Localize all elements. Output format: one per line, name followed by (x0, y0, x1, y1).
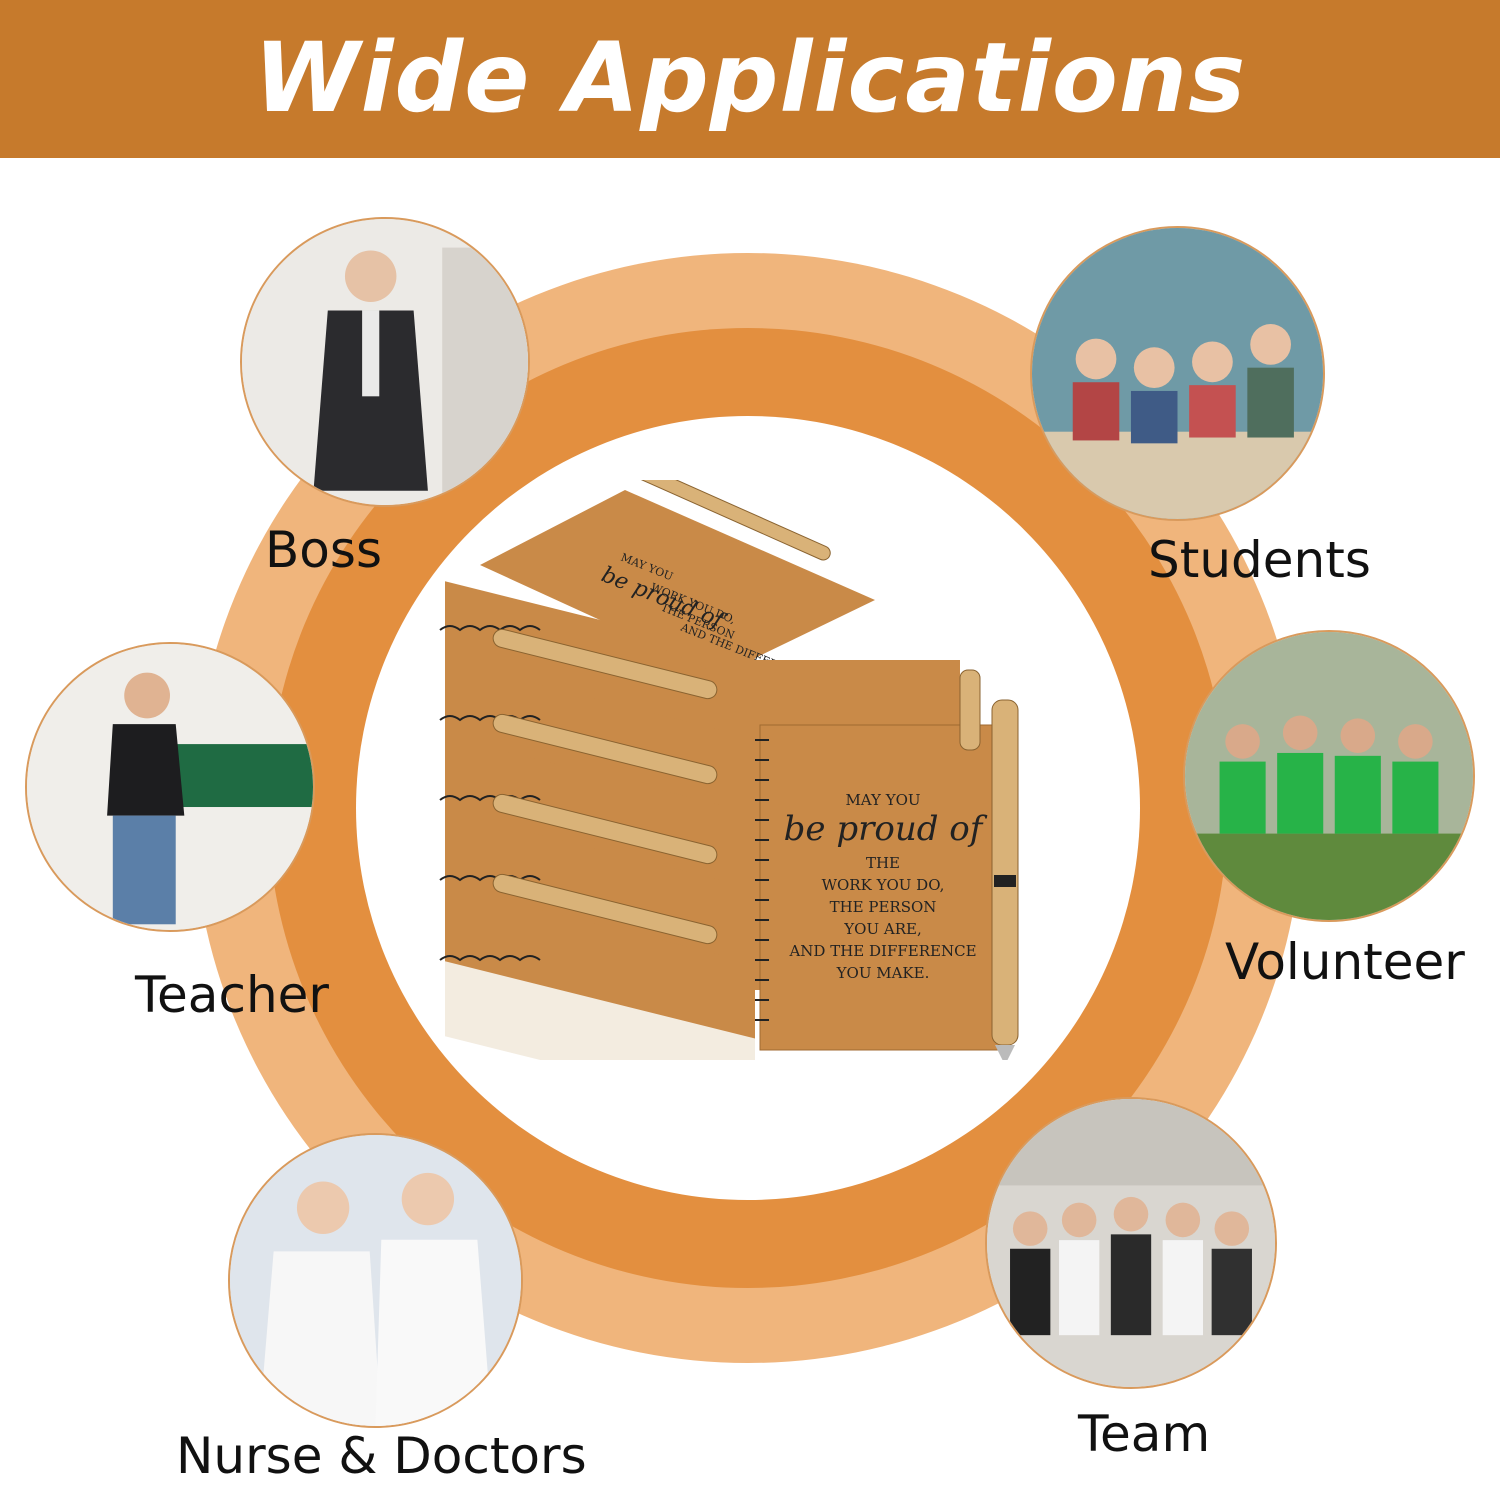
volunteer-photo (1183, 630, 1475, 922)
boss-photo (240, 217, 530, 507)
teacher-label: Teacher (135, 966, 329, 1024)
students-photo (1030, 226, 1325, 521)
volunteer-label: Volunteer (1225, 933, 1465, 991)
front-notebook: MAY YOU be proud of THE WORK YOU DO, THE… (720, 660, 1019, 1060)
nurse-doctors-label: Nurse & Doctors (176, 1427, 587, 1485)
svg-text:WORK YOU DO,: WORK YOU DO, (822, 876, 945, 894)
svg-text:MAY YOU: MAY YOU (845, 791, 920, 809)
boss-label: Boss (265, 521, 382, 579)
svg-text:AND THE DIFFERENCE: AND THE DIFFERENCE (788, 942, 976, 960)
team-photo (985, 1097, 1277, 1389)
notebook-stack: MAY YOU be proud of WORK YOU DO, THE PER… (439, 480, 875, 1060)
nurse-doctors-photo (228, 1133, 523, 1428)
team-label: Team (1078, 1405, 1211, 1463)
svg-text:be proud of: be proud of (784, 809, 988, 849)
students-label: Students (1148, 531, 1371, 589)
title-banner (0, 0, 1500, 158)
teacher-photo (25, 642, 315, 932)
svg-text:YOU MAKE.: YOU MAKE. (836, 964, 930, 982)
notebook-pen-set-image: MAY YOU be proud of WORK YOU DO, THE PER… (439, 480, 1019, 1060)
svg-text:THE PERSON: THE PERSON (830, 898, 937, 916)
page-title: Wide Applications (253, 22, 1247, 134)
svg-text:YOU ARE,: YOU ARE, (843, 920, 921, 938)
svg-text:THE: THE (866, 854, 900, 872)
